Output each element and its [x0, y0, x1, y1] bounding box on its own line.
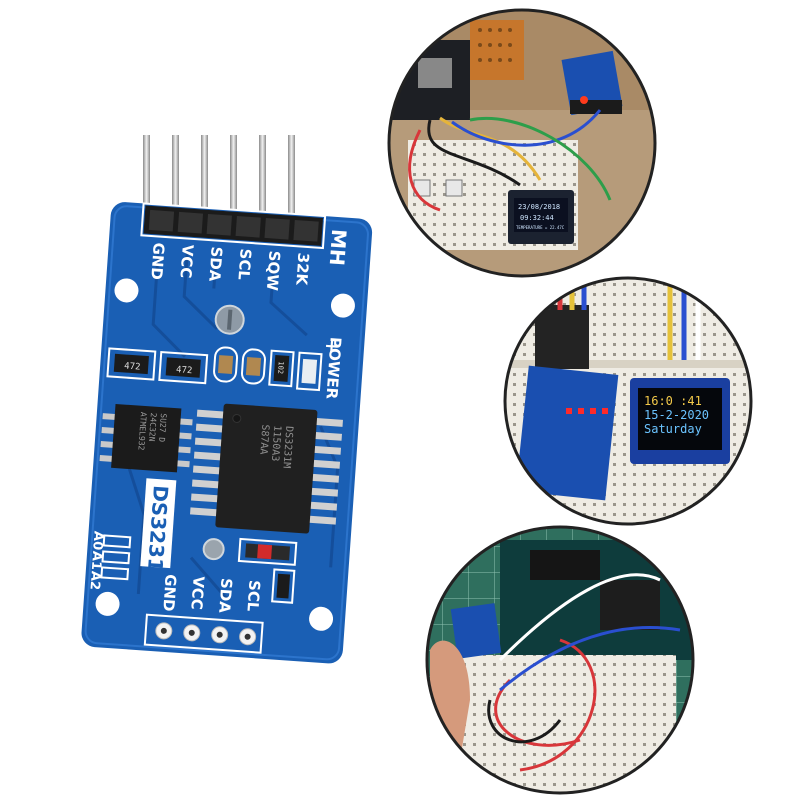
photo-oled-breadboard: 23/08/2018 09:32:44 TEMPERATURE = 22.47C — [387, 8, 657, 278]
svg-text:09:32:44: 09:32:44 — [520, 214, 554, 222]
diode — [237, 537, 298, 566]
bottom-pin-header — [143, 613, 264, 654]
addr-label-a0: A0 — [89, 531, 105, 551]
svg-text:23/08/2018: 23/08/2018 — [518, 203, 560, 211]
bottom-pin-label-scl: SCL — [243, 579, 263, 612]
resistor-array: 472 — [158, 350, 209, 385]
pin-label-scl: SCL — [234, 248, 254, 281]
svg-text:472: 472 — [124, 361, 141, 372]
pin-label-32k: 32K — [292, 252, 312, 287]
power-led — [295, 351, 323, 392]
bottom-pin-label-gnd: GND — [159, 574, 180, 612]
pin-label-sda: SDA — [205, 246, 225, 282]
svg-text:472: 472 — [176, 365, 193, 376]
svg-text:24C32N: 24C32N — [147, 412, 158, 442]
photo-oled-display: 16:0 :41 15-2-2020 Saturday — [503, 276, 753, 526]
top-header-pins — [143, 135, 295, 225]
ds3231-module: GND VCC SDA SCL SQW 32K MH 472 472 — [81, 135, 373, 664]
bottom-pin-label-sda: SDA — [215, 577, 235, 613]
svg-text:1150A3: 1150A3 — [269, 425, 282, 462]
mounting-hole — [309, 606, 334, 631]
addr-label-a2: A2 — [87, 570, 103, 590]
mounting-hole — [114, 278, 139, 303]
smd-resistor: 102 — [268, 349, 295, 388]
addr-label-a1: A1 — [88, 550, 104, 570]
brand-label: MH — [325, 228, 351, 266]
svg-text:DS3231M: DS3231M — [280, 426, 294, 469]
svg-text:SU27 D: SU27 D — [157, 413, 168, 443]
resistor-array: 472 — [106, 347, 157, 381]
power-label: POWER — [322, 337, 344, 401]
svg-text:15-2-2020: 15-2-2020 — [644, 408, 709, 422]
svg-text:S87AA: S87AA — [257, 424, 270, 455]
svg-text:Saturday: Saturday — [644, 422, 702, 436]
eeprom-chip: ATMEL932 24C32N SU27 D — [99, 403, 193, 473]
photo-arduino-breadboard — [425, 525, 695, 795]
svg-text:102: 102 — [276, 361, 285, 374]
rtc-chip: DS3231M 1150A3 S87AA — [190, 403, 343, 534]
mounting-hole — [330, 293, 355, 318]
smd-capacitors — [213, 346, 266, 385]
address-pads — [100, 534, 132, 581]
svg-text:TEMPERATURE = 22.47C: TEMPERATURE = 22.47C — [516, 225, 565, 230]
pin-label-gnd: GND — [147, 242, 168, 280]
smd-resistor — [271, 568, 296, 604]
mounting-hole — [95, 591, 120, 616]
svg-text:16:0 :41: 16:0 :41 — [644, 394, 702, 408]
svg-text:+: + — [323, 335, 340, 357]
svg-text:ATMEL932: ATMEL932 — [136, 412, 148, 451]
bottom-pin-label-vcc: VCC — [187, 576, 207, 611]
pin-label-vcc: VCC — [177, 244, 197, 279]
pin-label-sqw: SQW — [263, 250, 284, 292]
